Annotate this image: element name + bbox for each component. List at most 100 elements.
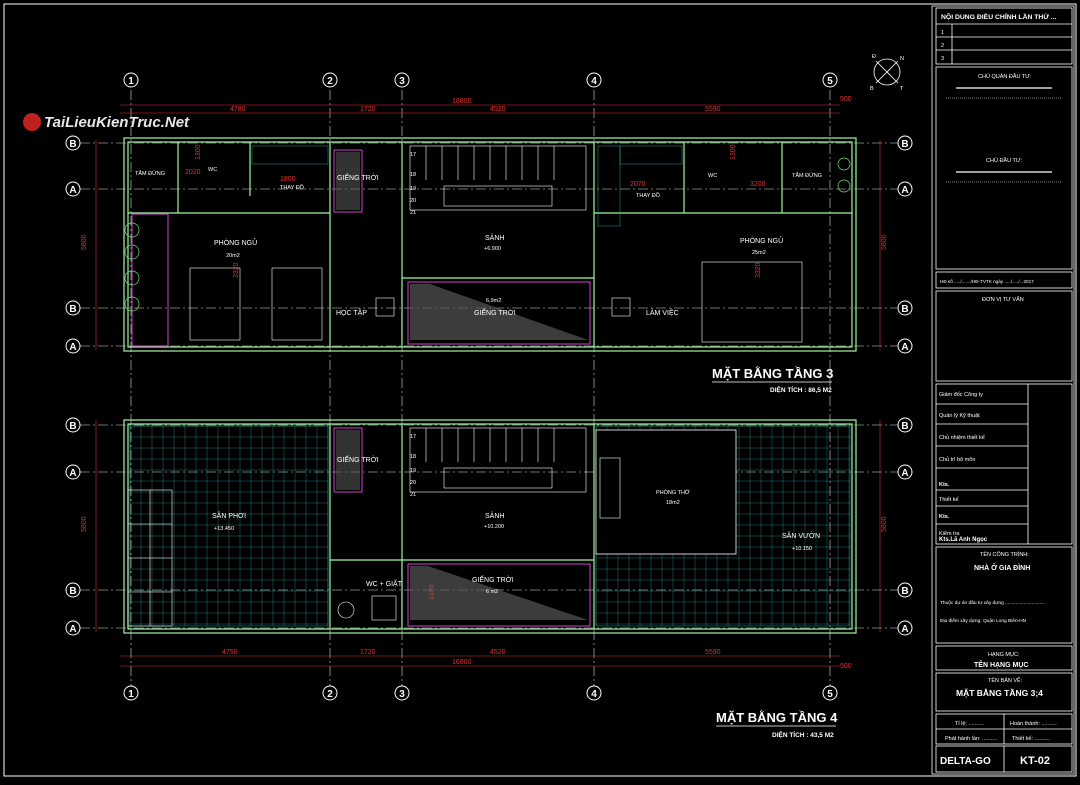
tb-role-5: Thiết kế <box>939 497 959 503</box>
p3-dim-3: 4520 <box>490 106 506 113</box>
p3-phong-ngu-left-area: 20m2 <box>226 253 240 259</box>
p4-dim-3: 4520 <box>490 649 506 656</box>
p3-thay-do-left: THAY ĐỒ <box>280 184 305 191</box>
plan4-phong-tho-box <box>595 429 737 555</box>
p3-stair-18: 18 <box>410 172 416 178</box>
axis-a2-left: A <box>69 342 76 353</box>
tb-role-0: Giám đốc Công ty <box>939 392 983 398</box>
plan4-void-hatch <box>410 566 588 620</box>
axis-4-bottom: 4 <box>591 689 597 700</box>
p4-stair-19: 19 <box>410 468 416 474</box>
axis-bubbles-bottom: 1 2 3 4 5 <box>123 685 838 701</box>
p4-dim-side-right: 5800 <box>881 516 888 532</box>
p4-dim-2: 1720 <box>360 649 376 656</box>
plan3-stairs <box>409 145 587 211</box>
p3-dim-side-left: 5800 <box>81 234 88 250</box>
p4-gieng-troi-top: GIẾNG TRỜI <box>337 454 379 464</box>
axis-2-top: 2 <box>327 76 333 87</box>
axis-a2-right: A <box>901 342 908 353</box>
p3-inner-dim-2: 1800 <box>280 176 296 183</box>
plan3-plants <box>124 157 851 312</box>
plan3-void-hatch-top <box>336 152 360 210</box>
title-block-frame <box>931 5 1075 775</box>
tb-don-vi-tu-van: ĐƠN VỊ TƯ VẤN <box>982 296 1024 303</box>
p3-thay-do-right: THAY ĐỒ <box>636 192 661 199</box>
p4-san-phoi-level: +13.450 <box>214 526 234 532</box>
p3-inner-dim-4: 2070 <box>630 181 646 188</box>
p4-sanh-level: +10.200 <box>484 524 504 530</box>
axis-b2-right: B <box>901 304 908 315</box>
axis-3-top: 3 <box>399 76 405 87</box>
p4-dim-5: 500 <box>840 663 852 670</box>
tb-role-4: Kts. <box>939 482 950 488</box>
tb-ten-cong-trinh-label: TÊN CÔNG TRÌNH: <box>980 550 1029 558</box>
p3-stair-21: 21 <box>410 210 416 216</box>
plan4-voids <box>333 427 591 627</box>
axis-a1-right: A <box>901 185 908 196</box>
tb-revision-2: 2 <box>941 43 944 49</box>
p3-inner-dim-8: 3320 <box>755 262 762 278</box>
compass-t: T <box>900 86 904 92</box>
p4-phong-tho: PHÒNG THỜ <box>656 489 690 496</box>
tb-ten-ban-ve-label: TÊN BẢN VẼ: <box>988 676 1023 684</box>
axis-a3-right: A <box>901 468 908 479</box>
tb-thuoc-du-an: Thuộc dự án đầu tư xây dựng ............… <box>940 600 1045 606</box>
tb-thiet-ke-so: Thiết kế: .......... <box>1012 736 1050 742</box>
p4-stair-20: 20 <box>410 480 416 486</box>
axis-5-top: 5 <box>827 76 833 87</box>
sheet-frame <box>3 3 1077 777</box>
plan4-dimensions: 4750 1720 4520 5590 500 16800 5800 5800 <box>81 420 888 670</box>
axis-bubbles-side: B A B A B A B A B A B A B A B A <box>65 135 913 636</box>
tb-revision-1: 1 <box>941 30 944 36</box>
axis-1-bottom: 1 <box>128 689 134 700</box>
p3-phong-ngu-right: PHÒNG NGỦ <box>740 236 783 245</box>
title-block: NỘI DUNG ĐIỀU CHỈNH LẦN THỨ ... 1 2 3 CH… <box>939 11 1062 767</box>
plan4-void-hatch-top <box>336 430 360 490</box>
p3-dim-5: 500 <box>840 96 852 103</box>
p4-sanh: SẢNH <box>485 511 504 520</box>
p4-phong-tho-area: 18m2 <box>666 500 680 506</box>
p3-inner-dim-6: 3200 <box>750 181 766 188</box>
tb-ti-le: Tỉ lệ: .......... <box>955 720 984 727</box>
plan4-walls <box>123 419 857 634</box>
p3-inner-dim-7: 3320 <box>233 262 240 278</box>
plan4-title: MẶT BẰNG TẦNG 4 <box>716 710 838 725</box>
p3-inner-dim-5: 1300 <box>730 144 737 160</box>
axis-a3-left: A <box>69 468 76 479</box>
tb-hang-muc: TÊN HẠNG MỤC <box>974 660 1028 669</box>
tb-revision-3: 3 <box>941 56 944 62</box>
axis-b3-left: B <box>69 421 76 432</box>
p3-phong-ngu-left: PHÒNG NGỦ <box>214 238 257 247</box>
axis-b3-right: B <box>901 421 908 432</box>
axis-a4-left: A <box>69 624 76 635</box>
axis-5-bottom: 5 <box>827 689 833 700</box>
tb-revisions-header: NỘI DUNG ĐIỀU CHỈNH LẦN THỨ ... <box>941 11 1057 21</box>
p3-wc-right: WC <box>708 173 717 179</box>
plan4-area: DIỆN TÍCH : 43,5 M2 <box>772 730 834 739</box>
plan4-stairs <box>409 427 587 493</box>
p3-sanh-level: +6.900 <box>484 246 501 252</box>
p4-stair-21: 21 <box>410 492 416 498</box>
p3-gieng-troi-top: GIẾNG TRỜI <box>337 172 379 182</box>
p3-wc-left: WC <box>208 167 217 173</box>
plan3-title: MẶT BẰNG TẦNG 3 <box>712 366 833 381</box>
p3-dim-4: 5590 <box>705 106 721 113</box>
plan3-area: DIỆN TÍCH : 86,5 M2 <box>770 385 832 394</box>
watermark-logo-icon <box>23 113 41 131</box>
p3-sanh: SẢNH <box>485 233 504 242</box>
axis-4-top: 4 <box>591 76 597 87</box>
plan3-tile-grid <box>251 145 683 227</box>
compass-n: N <box>900 56 904 62</box>
p4-san-phoi: SÂN PHƠI <box>212 511 246 520</box>
horizontal-axis-lines <box>80 142 898 629</box>
p3-phong-ngu-right-area: 25m2 <box>752 250 766 256</box>
plan4-furniture <box>127 457 621 627</box>
p3-gieng-troi-mid: GIẾNG TRỜI <box>474 307 516 317</box>
axis-b1-right: B <box>901 139 908 150</box>
tb-chu-quan-dau-tu: CHỦ QUẢN ĐẦU TƯ: <box>978 73 1032 80</box>
plan3-labels: TẮM ĐỨNG WC THAY ĐỒ GIẾNG TRỜI SẢNH +6.9… <box>135 144 822 317</box>
p3-dim-2: 1720 <box>360 106 376 113</box>
tb-role-1: Quản lý Kỹ thuật <box>939 413 980 419</box>
tb-hang-muc-label: HẠNG MỤC: <box>988 652 1020 658</box>
